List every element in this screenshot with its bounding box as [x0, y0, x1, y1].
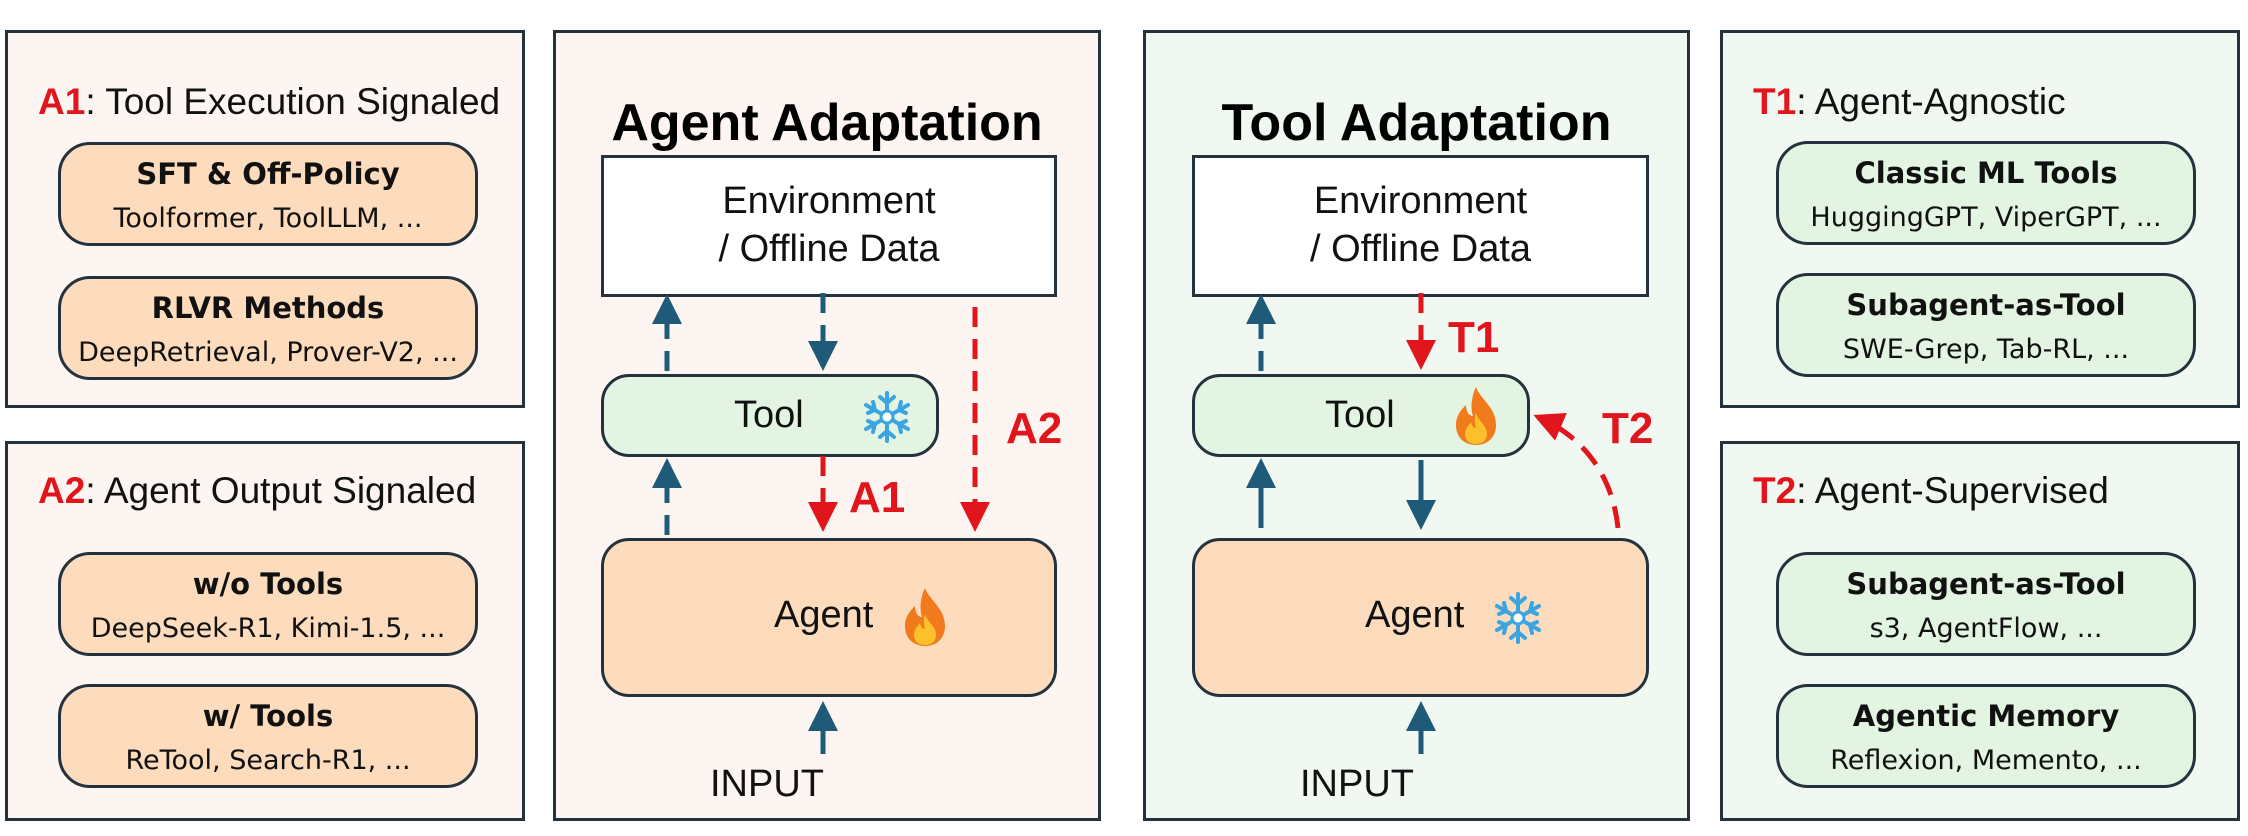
- t1-item-classic-ml: Classic ML Tools HuggingGPT, ViperGPT, .…: [1776, 141, 2196, 245]
- agent-adaptation-panel: Agent Adaptation Environment / Offline D…: [553, 30, 1101, 821]
- t1-item-examples: SWE-Grep, Tab-RL, ...: [1842, 334, 2130, 365]
- agent-adaptation-environment-box: Environment / Offline Data: [601, 155, 1057, 297]
- t2-item-title: Subagent-as-Tool: [1846, 567, 2126, 601]
- a2-item-title: w/o Tools: [192, 567, 344, 601]
- snowflake-icon: [864, 391, 910, 443]
- tool-adaptation-agent-box: Agent: [1192, 538, 1649, 697]
- tool-adaptation-environment-box: Environment / Offline Data: [1192, 155, 1649, 297]
- t1-item-subagent: Subagent-as-Tool SWE-Grep, Tab-RL, ...: [1776, 273, 2196, 377]
- a2-title: A2: Agent Output Signaled: [38, 470, 476, 512]
- a2-item-with-tools: w/ Tools ReTool, Search-R1, ...: [58, 684, 478, 788]
- tool-adaptation-input-label: INPUT: [1300, 763, 1414, 805]
- offline-data-label: / Offline Data: [1309, 228, 1532, 270]
- a2-item-examples: ReTool, Search-R1, ...: [125, 745, 411, 776]
- a1-item-rlvr: RLVR Methods DeepRetrieval, Prover-V2, .…: [58, 276, 478, 380]
- a1-title-text: : Tool Execution Signaled: [85, 81, 501, 122]
- a2-title-text: : Agent Output Signaled: [85, 470, 477, 511]
- offline-data-label: / Offline Data: [718, 228, 940, 270]
- t1-panel: T1: Agent-Agnostic Classic ML Tools Hugg…: [1720, 30, 2240, 408]
- t2-panel: T2: Agent-Supervised Subagent-as-Tool s3…: [1720, 441, 2240, 821]
- agent-adaptation-agent-box: Agent: [601, 538, 1057, 697]
- t1-title-text: : Agent-Agnostic: [1796, 81, 2066, 122]
- t2-item-title: Agentic Memory: [1852, 699, 2120, 733]
- a1-item-sft: SFT & Off-Policy Toolformer, ToolLLM, ..…: [58, 142, 478, 246]
- snowflake-icon: [1495, 592, 1541, 644]
- a2-item-examples: DeepSeek-R1, Kimi-1.5, ...: [90, 613, 446, 644]
- a2-tag: A2: [38, 470, 86, 511]
- t2-title-text: : Agent-Supervised: [1796, 470, 2109, 511]
- t1-title: T1: Agent-Agnostic: [1753, 81, 2066, 123]
- flow-tag-a2: A2: [1006, 404, 1063, 453]
- t2-item-agentic-memory: Agentic Memory Reflexion, Memento, ...: [1776, 684, 2196, 788]
- a1-item-title: RLVR Methods: [151, 291, 385, 325]
- t2-tag: T2: [1753, 470, 1797, 511]
- a1-item-title: SFT & Off-Policy: [136, 157, 400, 191]
- agent-adaptation-input-label: INPUT: [710, 763, 824, 805]
- t1-item-examples: HuggingGPT, ViperGPT, ...: [1810, 202, 2162, 233]
- a1-item-examples: Toolformer, ToolLLM, ...: [113, 203, 423, 234]
- fire-icon: [905, 588, 945, 646]
- t2-item-examples: Reflexion, Memento, ...: [1830, 745, 2142, 776]
- a2-item-title: w/ Tools: [202, 699, 334, 733]
- arrow-t2-signal: [1533, 412, 1621, 529]
- t2-item-subagent: Subagent-as-Tool s3, AgentFlow, ...: [1776, 552, 2196, 656]
- environment-label: Environment: [722, 180, 936, 222]
- t1-item-title: Subagent-as-Tool: [1846, 288, 2126, 322]
- t2-title: T2: Agent-Supervised: [1753, 470, 2109, 512]
- a1-tag: A1: [38, 81, 86, 122]
- t1-item-title: Classic ML Tools: [1854, 156, 2118, 190]
- agent-label: Agent: [774, 594, 874, 636]
- agent-adaptation-title: Agent Adaptation: [611, 94, 1043, 152]
- a1-panel: A1: Tool Execution Signaled SFT & Off-Po…: [5, 30, 525, 408]
- agent-adaptation-tool-box: Tool: [601, 374, 939, 457]
- a2-item-without-tools: w/o Tools DeepSeek-R1, Kimi-1.5, ...: [58, 552, 478, 656]
- agent-label: Agent: [1365, 594, 1465, 636]
- flow-tag-t1: T1: [1448, 313, 1500, 362]
- a1-title: A1: Tool Execution Signaled: [38, 81, 500, 123]
- t1-tag: T1: [1753, 81, 1797, 122]
- fire-icon: [1456, 387, 1496, 445]
- flow-tag-a1: A1: [849, 473, 906, 522]
- a1-item-examples: DeepRetrieval, Prover-V2, ...: [78, 337, 458, 368]
- t2-item-examples: s3, AgentFlow, ...: [1869, 613, 2103, 644]
- tool-label: Tool: [1325, 394, 1395, 436]
- environment-label: Environment: [1313, 180, 1528, 222]
- tool-adaptation-panel: Tool Adaptation Environment / Offline Da…: [1143, 30, 1690, 821]
- tool-adaptation-title: Tool Adaptation: [1221, 94, 1612, 152]
- tool-label: Tool: [734, 394, 804, 436]
- a2-panel: A2: Agent Output Signaled w/o Tools Deep…: [5, 441, 525, 821]
- tool-adaptation-tool-box: Tool: [1192, 374, 1530, 457]
- flow-tag-t2: T2: [1602, 404, 1654, 453]
